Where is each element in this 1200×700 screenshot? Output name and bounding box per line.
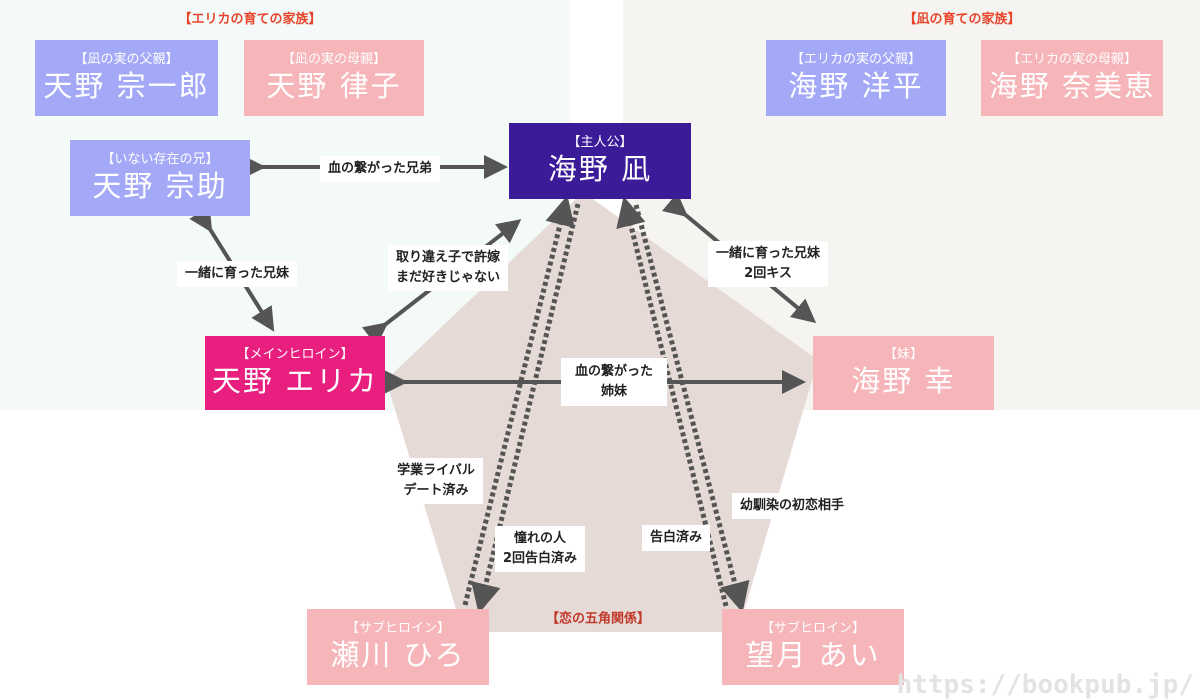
relation-label-ai-nagi-a: 告白済み: [641, 525, 711, 551]
relation-text: 血の繋がった兄弟: [327, 161, 433, 176]
relation-text: 2回告白済み: [502, 551, 578, 566]
name-label: 天野 律子: [266, 69, 402, 103]
person-box-ai[interactable]: 【サブヒロイン】 望月 あい: [722, 609, 904, 685]
person-box-nagi[interactable]: 【主人公】 海野 凪: [509, 123, 691, 199]
role-label: 【サブヒロイン】: [760, 621, 865, 636]
relation-text: 憧れの人: [513, 531, 567, 546]
person-box-sousuke[interactable]: 【いない存在の兄】 天野 宗助: [70, 140, 250, 216]
relation-text: 幼馴染の初恋相手: [739, 498, 845, 513]
relation-text: デート済み: [403, 483, 469, 498]
relation-label-nagi-sachi: 一緒に育った兄妹 2回キス: [707, 241, 829, 287]
relation-text: 2回キス: [744, 266, 792, 281]
arrow-hiro-nagi-b: [471, 203, 581, 614]
name-label: 海野 凪: [547, 152, 653, 186]
role-label: 【サブヒロイン】: [345, 621, 450, 636]
role-label: 【エリカの実の母親】: [1006, 52, 1137, 67]
relation-text: 取り違え子で許嫁: [395, 250, 501, 265]
person-box-yohei[interactable]: 【エリカの実の父親】 海野 洋平: [766, 40, 946, 116]
relation-label-erika-sachi: 血の繋がった 姉妹: [560, 358, 668, 406]
role-label: 【エリカの実の父親】: [790, 52, 921, 67]
relation-text: 学業ライバル: [397, 463, 475, 478]
role-label: 【メインヒロイン】: [236, 347, 354, 362]
name-label: 望月 あい: [745, 638, 881, 672]
relation-text: 一緒に育った兄妹: [715, 246, 821, 261]
name-label: 瀬川 ひろ: [330, 638, 466, 672]
arrow-hiro-nagi-a: [462, 195, 575, 606]
relation-label-ai-nagi-b: 幼馴染の初恋相手: [731, 493, 853, 519]
role-label: 【凪の実の母親】: [281, 52, 386, 67]
person-box-namie[interactable]: 【エリカの実の母親】 海野 奈美恵: [981, 40, 1163, 116]
love-pentagon-title: 【恋の五角関係】: [545, 611, 651, 627]
name-label: 天野 宗一郎: [43, 69, 210, 103]
relation-label-hiro-nagi-b: 憧れの人 2回告白済み: [494, 526, 586, 572]
erika-family-title: 【エリカの育ての家族】: [178, 12, 322, 27]
person-box-souichiro[interactable]: 【凪の実の父親】 天野 宗一郎: [35, 40, 218, 116]
name-label: 海野 幸: [851, 364, 956, 398]
name-label: 海野 洋平: [788, 69, 924, 103]
watermark: https://bookpub.jp/: [896, 670, 1194, 700]
person-box-hiro[interactable]: 【サブヒロイン】 瀬川 ひろ: [307, 609, 489, 685]
relation-label-erika-nagi: 取り違え子で許嫁 まだ好きじゃない: [387, 245, 509, 291]
relation-text: 姉妹: [600, 384, 628, 399]
role-label: 【妹】: [883, 347, 923, 362]
person-box-erika[interactable]: 【メインヒロイン】 天野 エリカ: [205, 336, 385, 410]
relation-text: 血の繋がった: [574, 364, 654, 379]
relation-text: まだ好きじゃない: [395, 270, 501, 285]
relation-label-sousuke-erika: 一緒に育った兄妹: [176, 261, 298, 287]
relation-label-hiro-nagi-a: 学業ライバル デート済み: [389, 458, 483, 504]
relation-text: 告白済み: [649, 530, 703, 545]
name-label: 天野 宗助: [92, 169, 228, 203]
role-label: 【凪の実の父親】: [74, 52, 179, 67]
person-box-sachi[interactable]: 【妹】 海野 幸: [813, 336, 994, 410]
arrow-ai-nagi-a: [616, 196, 729, 607]
relation-label-sousuke-nagi: 血の繋がった兄弟: [319, 156, 441, 182]
nagi-family-title: 【凪の育ての家族】: [903, 12, 1021, 27]
role-label: 【主人公】: [567, 135, 633, 150]
relation-text: 一緒に育った兄妹: [184, 266, 290, 281]
role-label: 【いない存在の兄】: [101, 152, 219, 167]
name-label: 天野 エリカ: [211, 364, 379, 398]
arrow-ai-nagi-b: [633, 204, 750, 613]
name-label: 海野 奈美恵: [988, 69, 1156, 103]
person-box-ritsuko[interactable]: 【凪の実の母親】 天野 律子: [244, 40, 424, 116]
